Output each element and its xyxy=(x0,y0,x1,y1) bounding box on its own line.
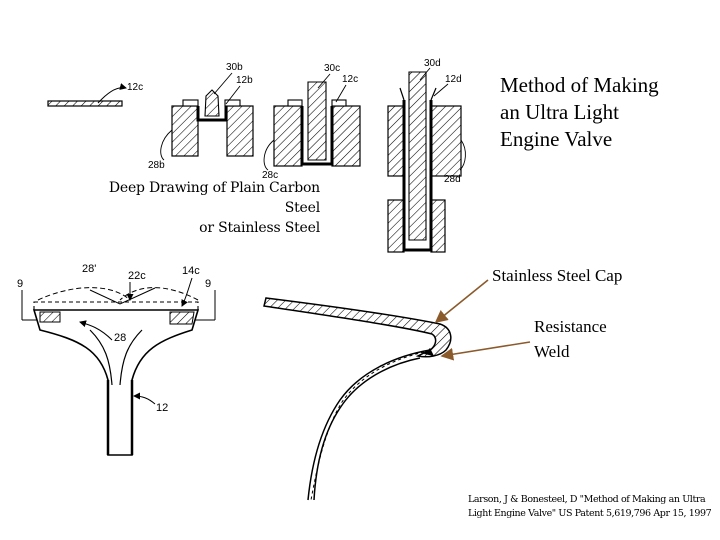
leader-28c xyxy=(263,139,275,171)
leader-12d xyxy=(433,83,449,97)
cap-dashed-arc xyxy=(37,287,199,301)
leader-12c xyxy=(97,83,127,104)
label-28b: 28b xyxy=(148,160,165,171)
label-12b: 12b xyxy=(236,75,253,86)
lower-block-left-d xyxy=(387,199,405,253)
leader-12b xyxy=(225,85,241,105)
die-block-right xyxy=(226,105,254,157)
label-9-right: 9 xyxy=(205,278,211,290)
caption-line-1: Deep Drawing of Plain Carbon Steel xyxy=(108,180,320,216)
label-14c: 14c xyxy=(182,265,200,277)
leader-30b xyxy=(213,72,233,95)
flare-d xyxy=(399,87,437,101)
stage-flat-blank: 12c xyxy=(47,82,143,107)
lower-block-right-d xyxy=(430,199,446,253)
clamp-right xyxy=(224,99,241,107)
label-12d: 12d xyxy=(445,74,462,85)
valve-body-inner xyxy=(313,357,421,501)
leader-12c-second xyxy=(335,84,347,103)
leader-14c xyxy=(181,277,193,307)
label-12c-second: 12c xyxy=(342,74,358,85)
drawn-cup-c xyxy=(300,106,334,166)
drawn-cup-d xyxy=(402,100,433,252)
cap-pointer-arrow xyxy=(434,279,489,324)
die-block-right-d xyxy=(430,105,462,177)
title-line-3: Engine Valve xyxy=(500,127,613,151)
label-22c: 22c xyxy=(128,270,146,282)
label-28: 28 xyxy=(114,332,126,344)
weld-label-line-1: Resistance xyxy=(534,317,607,336)
leader-28 xyxy=(79,320,113,341)
die-block-left xyxy=(171,105,199,157)
punch-d xyxy=(408,71,427,241)
leader-28d xyxy=(459,139,466,171)
label-28-prime: 28' xyxy=(82,263,96,275)
die-block-left-c xyxy=(273,105,303,167)
cap-detail xyxy=(263,279,531,501)
valve-body-outer xyxy=(307,349,431,501)
label-12: 12 xyxy=(156,402,168,414)
leader-28deg xyxy=(89,287,156,305)
die-block-right-c xyxy=(331,105,361,167)
stage-full-draw: 30d 12d 28d xyxy=(387,58,466,253)
punch-c xyxy=(307,81,327,161)
caption-line-2: or Stainless Steel xyxy=(199,220,320,236)
leader-28b xyxy=(160,129,173,161)
die-block-left-d xyxy=(387,105,405,177)
label-30d: 30d xyxy=(424,58,441,69)
inner-curve xyxy=(89,329,143,386)
punch-b xyxy=(204,89,220,117)
page-title: Method of Making an Ultra Light Engine V… xyxy=(500,72,715,153)
stem-walls xyxy=(106,380,134,455)
stainless-steel-cap-label: Stainless Steel Cap xyxy=(492,266,623,285)
label-12c: 12c xyxy=(127,82,143,93)
stage-deep-draw: 30c 12c 28c xyxy=(262,63,361,181)
leader-12 xyxy=(133,392,156,405)
label-9-left: 9 xyxy=(17,278,23,290)
flat-blank-strip xyxy=(47,100,123,107)
valve-cross-section: 9 9 28' 22c 14c 28 12 xyxy=(17,263,216,456)
stainless-cap-shape xyxy=(263,297,452,358)
title-line-1: Method of Making xyxy=(500,73,659,97)
label-28d: 28d xyxy=(444,174,461,185)
valve-seat-hatch xyxy=(39,311,195,325)
resistance-weld-label: Resistance Weld xyxy=(534,314,644,364)
drawn-cup-b xyxy=(196,106,228,122)
valve-body-hatch xyxy=(310,351,425,501)
clamp-left-c xyxy=(287,99,303,107)
stage-shallow-draw: 30b 12b 28b xyxy=(148,62,254,171)
clamp-left xyxy=(182,99,199,107)
process-caption: Deep Drawing of Plain Carbon Steel or St… xyxy=(70,178,320,238)
label-28c: 28c xyxy=(262,170,278,181)
clamp-right-c xyxy=(331,99,347,107)
title-line-2: an Ultra Light xyxy=(500,100,619,124)
citation-line-1: Larson, J & Bonesteel, D "Method of Maki… xyxy=(468,494,706,505)
citation-line-2: Light Engine Valve" US Patent 5,619,796 … xyxy=(468,508,712,519)
leader-30d xyxy=(419,67,431,81)
weld-label-line-2: Weld xyxy=(534,342,570,361)
weld-pointer-arrow xyxy=(440,341,531,361)
patent-citation: Larson, J & Bonesteel, D "Method of Maki… xyxy=(468,493,716,521)
weld-bead xyxy=(424,348,434,356)
label-30c: 30c xyxy=(324,63,340,74)
leader-30c xyxy=(317,73,331,89)
label-30b: 30b xyxy=(226,62,243,73)
cap-outline-dashed xyxy=(33,301,199,311)
